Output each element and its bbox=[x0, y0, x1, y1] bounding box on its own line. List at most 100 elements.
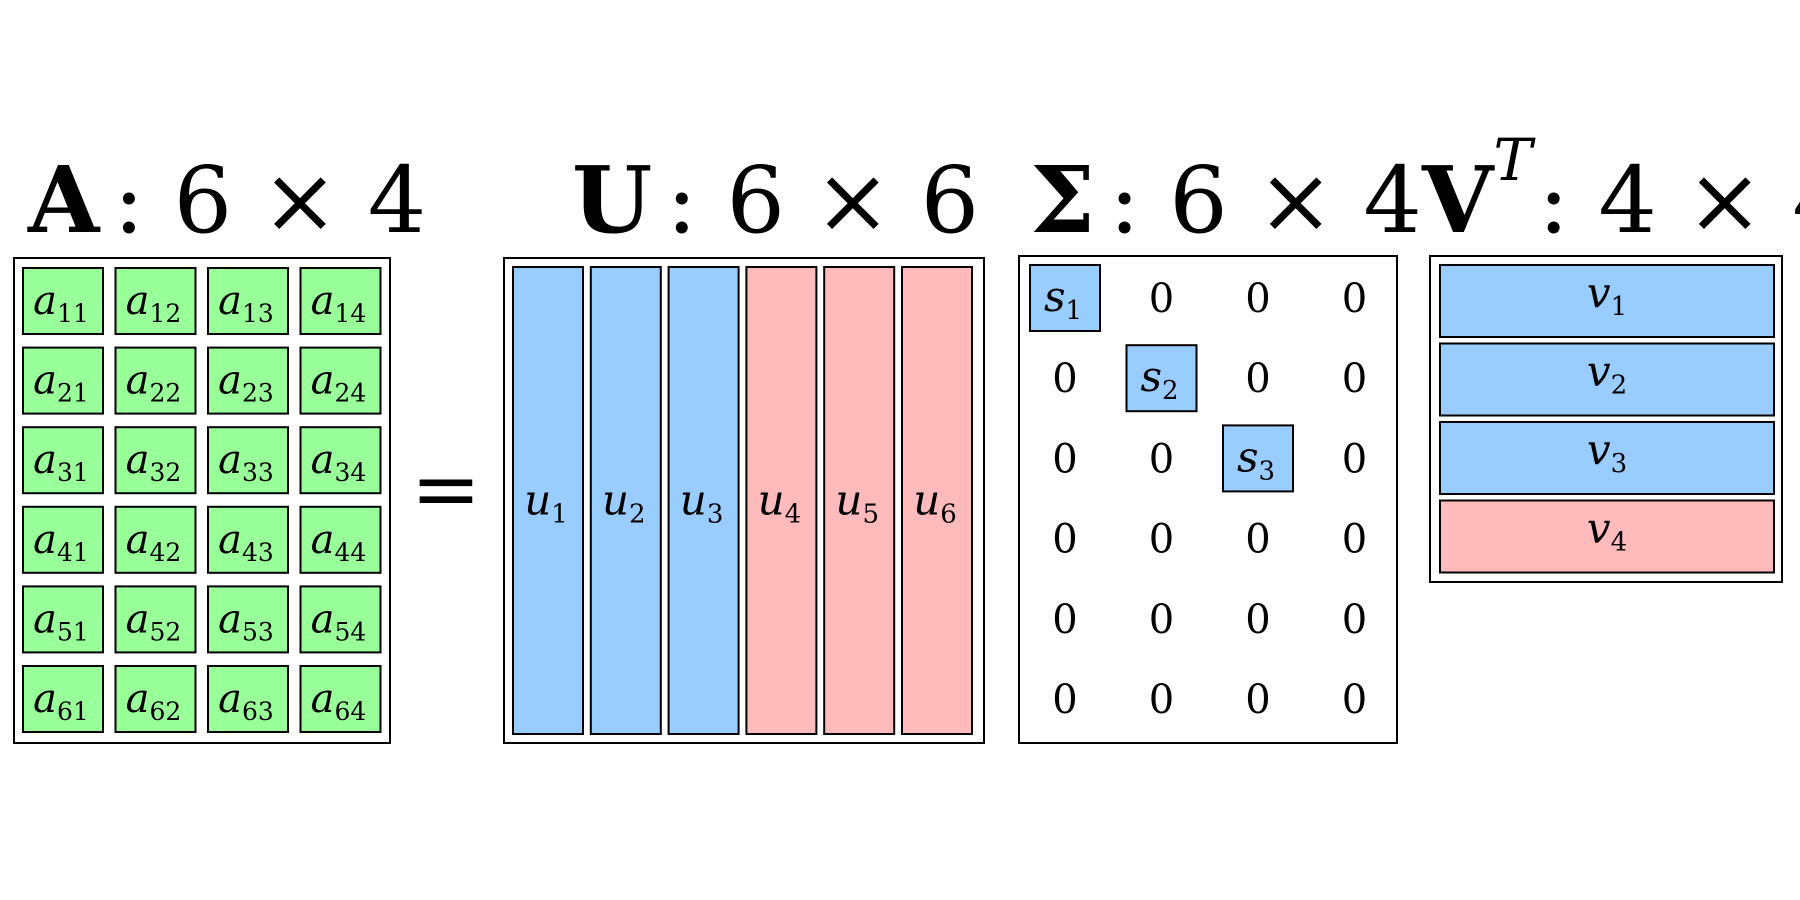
matrix-a-cell bbox=[114, 346, 197, 415]
matrix-a-cell-label-base: a bbox=[311, 676, 335, 722]
matrix-sigma-zero: 0 bbox=[1245, 597, 1270, 643]
matrix-a-cell-label: a33 bbox=[218, 437, 274, 487]
matrix-vt-symbol: V bbox=[1421, 146, 1495, 254]
matrix-a-cell bbox=[114, 665, 197, 733]
matrix-u-column bbox=[667, 266, 740, 735]
matrix-a-cell-label-subscript: 14 bbox=[335, 299, 367, 328]
matrix-a-cell-label-base: a bbox=[33, 596, 57, 642]
matrix-sigma-singular-label-subscript: 2 bbox=[1162, 376, 1179, 406]
matrix-u-column-label-subscript: 6 bbox=[940, 500, 957, 530]
matrix-sigma-dims: : 6 × 4 bbox=[1109, 147, 1422, 254]
matrix-sigma-title: Σ: 6 × 4 bbox=[1030, 146, 1422, 254]
matrix-u-column-label-base: u bbox=[758, 476, 785, 525]
matrix-u-column-label-subscript: 4 bbox=[785, 500, 802, 530]
matrix-a-cell-label: a11 bbox=[33, 278, 89, 328]
matrix-u-column-label-base: u bbox=[524, 476, 551, 525]
matrix-vt-row-label-base: v bbox=[1587, 268, 1611, 317]
matrix-a-cell-label-subscript: 22 bbox=[150, 379, 182, 408]
matrix-a-dims: : 6 × 4 bbox=[113, 147, 426, 254]
matrix-a-cell-label-base: a bbox=[33, 676, 57, 722]
matrix-a-cell-label-subscript: 34 bbox=[335, 458, 367, 487]
matrix-vt-row-label: v2 bbox=[1587, 347, 1627, 401]
matrix-a-cell-label: a42 bbox=[126, 517, 182, 567]
matrix-a-cell-label-base: a bbox=[126, 437, 150, 483]
matrix-sigma-zero: 0 bbox=[1342, 276, 1367, 322]
matrix-sigma-zero: 0 bbox=[1052, 356, 1077, 402]
matrix-u-column bbox=[901, 266, 973, 735]
matrix-u-column-label: u1 bbox=[524, 476, 568, 530]
matrix-a-cell bbox=[114, 267, 197, 335]
matrix-sigma-singular-label: s3 bbox=[1237, 432, 1275, 486]
matrix-vt-row bbox=[1439, 342, 1775, 417]
matrix-a-cell-label: a51 bbox=[33, 596, 89, 646]
matrix-a-cell bbox=[207, 346, 289, 415]
equals-sign: = bbox=[411, 440, 481, 538]
matrix-a-cell-label-subscript: 41 bbox=[57, 538, 89, 567]
matrix-a-frame bbox=[13, 257, 391, 744]
matrix-vt-row-label: v1 bbox=[1587, 268, 1627, 322]
matrix-vt-title: VT: 4 × 4 bbox=[1421, 126, 1800, 254]
matrix-sigma-singular-label-base: s bbox=[1140, 352, 1162, 401]
matrix-vt-dims: : 4 × 4 bbox=[1538, 147, 1800, 254]
matrix-a-cell-label-base: a bbox=[218, 596, 242, 642]
matrix-a-cell-label-base: a bbox=[218, 358, 242, 404]
matrix-a-cell bbox=[299, 346, 382, 415]
matrix-a-cell-label-subscript: 12 bbox=[150, 299, 182, 328]
matrix-a-cell bbox=[22, 665, 104, 733]
matrix-u-column-label-base: u bbox=[835, 476, 862, 525]
matrix-a-cell-label-subscript: 62 bbox=[150, 697, 182, 726]
matrix-u-column-label-subscript: 5 bbox=[862, 500, 879, 530]
matrix-a-cell-label-subscript: 61 bbox=[57, 697, 89, 726]
matrix-vt-row-label-base: v bbox=[1587, 504, 1611, 553]
matrix-a-cell bbox=[22, 267, 104, 335]
matrix-a-cell-label: a14 bbox=[311, 278, 367, 328]
matrix-u-column-label-subscript: 1 bbox=[551, 500, 568, 530]
matrix-sigma-singular-cell bbox=[1029, 264, 1101, 332]
matrix-a-cell-label-subscript: 21 bbox=[57, 379, 89, 408]
matrix-u-column-label-base: u bbox=[602, 476, 629, 525]
matrix-a-cell bbox=[114, 585, 197, 654]
matrix-u-column-label-subscript: 3 bbox=[707, 500, 724, 530]
matrix-sigma-zero: 0 bbox=[1245, 356, 1270, 402]
matrix-a-cell-label-base: a bbox=[126, 676, 150, 722]
matrix-u-symbol: U bbox=[572, 146, 652, 254]
matrix-a-cell bbox=[299, 585, 382, 654]
matrix-sigma-zero: 0 bbox=[1149, 436, 1174, 482]
matrix-a-cell-label: a23 bbox=[218, 358, 274, 408]
matrix-a-cell-label: a22 bbox=[126, 358, 182, 408]
matrix-sigma-zero: 0 bbox=[1342, 597, 1367, 643]
matrix-sigma-singular-label: s1 bbox=[1044, 272, 1082, 326]
matrix-a-cell-label-base: a bbox=[33, 278, 57, 324]
matrix-a-cell bbox=[207, 267, 289, 335]
matrix-a-cell-label-base: a bbox=[218, 517, 242, 563]
matrix-a-cell-label-base: a bbox=[33, 517, 57, 563]
matrix-sigma-zero: 0 bbox=[1342, 356, 1367, 402]
matrix-a-cell-label-base: a bbox=[311, 358, 335, 404]
matrix-a-cell bbox=[22, 346, 104, 415]
matrix-a-cell-label: a63 bbox=[218, 676, 274, 726]
matrix-a-cell-label: a54 bbox=[311, 596, 367, 646]
matrix-a-cell-label-subscript: 33 bbox=[242, 458, 274, 487]
matrix-a-cell-label-base: a bbox=[311, 278, 335, 324]
matrix-a-cell bbox=[114, 426, 197, 495]
matrix-vt-row-label-subscript: 3 bbox=[1611, 449, 1628, 479]
matrix-a-cell-label: a43 bbox=[218, 517, 274, 567]
matrix-a-cell-label-base: a bbox=[311, 437, 335, 483]
matrix-a-cell bbox=[207, 665, 289, 733]
matrix-a-cell-label: a12 bbox=[126, 278, 182, 328]
matrix-a-cell-label-subscript: 43 bbox=[242, 538, 274, 567]
matrix-a-cell-label-base: a bbox=[218, 437, 242, 483]
matrix-u-column-label: u6 bbox=[913, 476, 957, 530]
matrix-a-cell-label-subscript: 23 bbox=[242, 379, 274, 408]
matrix-a-cell bbox=[299, 665, 382, 733]
matrix-sigma-zero: 0 bbox=[1342, 677, 1367, 723]
matrix-a-cell bbox=[114, 505, 197, 574]
matrix-a-cell-label: a34 bbox=[311, 437, 367, 487]
matrix-sigma-singular-label-subscript: 3 bbox=[1259, 456, 1276, 486]
matrix-a-cell-label-subscript: 53 bbox=[242, 617, 274, 646]
matrix-sigma-zero: 0 bbox=[1149, 597, 1174, 643]
matrix-u-column-label-base: u bbox=[680, 476, 707, 525]
